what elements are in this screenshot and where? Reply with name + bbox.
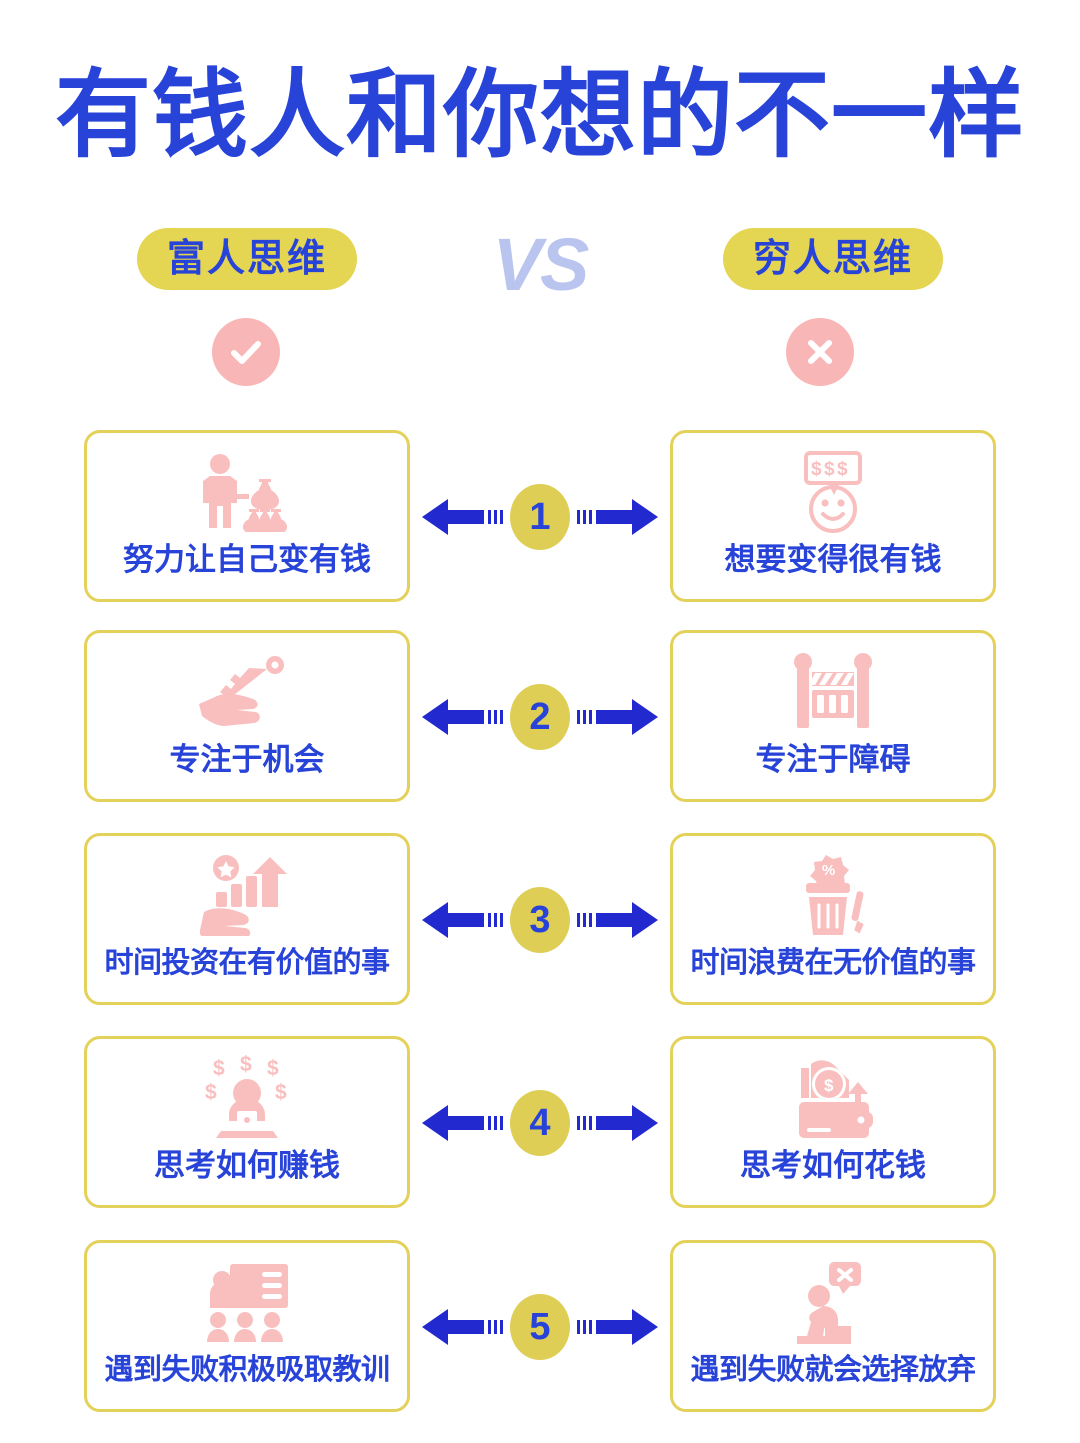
- card-label: 想要变得很有钱: [724, 542, 942, 577]
- step-number-badge: 4: [510, 1090, 570, 1156]
- page-title: 有钱人和你想的不一样: [55, 62, 1025, 169]
- comparison-row: 专注于机会 2: [0, 630, 1080, 802]
- card-poor-2: 专注于障碍: [670, 630, 996, 802]
- smiley-dollar-bubble-icon: $$$: [778, 449, 888, 535]
- x-circle-icon: [786, 318, 854, 386]
- svg-text:%: %: [822, 862, 835, 879]
- step-number: 5: [529, 1306, 551, 1348]
- left-arrow-icon: [422, 902, 503, 938]
- left-arrow-icon: [422, 499, 503, 535]
- card-rich-1: 努力让自己变有钱: [84, 430, 410, 602]
- comparison-row: $ $ $ $ $ 思考如何赚钱: [0, 1036, 1080, 1208]
- person-laptop-dollars-icon: $ $ $ $ $: [192, 1055, 302, 1141]
- hand-growth-chart-star-icon: [192, 852, 302, 938]
- header-row: 富人思维 VS 穷人思维: [0, 223, 1080, 306]
- svg-text:$: $: [824, 1076, 834, 1095]
- card-label: 遇到失败就会选择放弃: [690, 1354, 976, 1386]
- card-label: 时间投资在有价值的事: [104, 947, 390, 979]
- businessman-money-bags-icon: [192, 449, 302, 535]
- svg-text:$: $: [837, 459, 848, 480]
- comparison-row: 时间投资在有价值的事 3: [0, 833, 1080, 1005]
- card-label: 思考如何赚钱: [154, 1148, 340, 1183]
- right-arrow-icon: [577, 499, 658, 535]
- step-number: 4: [529, 1102, 551, 1144]
- lecture-training-icon: [192, 1259, 302, 1345]
- step-number-badge: 2: [510, 684, 570, 750]
- card-label: 专注于机会: [169, 742, 325, 777]
- rich-mindset-pill: 富人思维: [137, 228, 358, 290]
- hand-key-icon: [192, 649, 302, 735]
- card-label: 时间浪费在无价值的事: [690, 947, 976, 979]
- svg-text:$: $: [213, 1057, 225, 1080]
- svg-text:$: $: [240, 1055, 252, 1076]
- card-label: 努力让自己变有钱: [123, 542, 371, 577]
- step-number-badge: 1: [510, 484, 570, 550]
- card-label: 专注于障碍: [755, 742, 911, 777]
- right-arrow-icon: [577, 902, 658, 938]
- svg-text:$: $: [275, 1081, 287, 1104]
- right-arrow-icon: [577, 1105, 658, 1141]
- row-connector: 5: [420, 1294, 660, 1360]
- left-arrow-icon: [422, 699, 503, 735]
- card-rich-5: 遇到失败积极吸取教训: [84, 1240, 410, 1412]
- row-connector: 4: [420, 1090, 660, 1156]
- card-label: 遇到失败积极吸取教训: [104, 1354, 390, 1386]
- right-arrow-icon: [577, 699, 658, 735]
- svg-text:$: $: [811, 459, 822, 480]
- svg-text:$: $: [267, 1057, 279, 1080]
- row-connector: 3: [420, 887, 660, 953]
- row-connector: 2: [420, 684, 660, 750]
- comparison-row: 努力让自己变有钱 1: [0, 430, 1080, 602]
- trash-bin-waste-icon: %: [778, 852, 888, 938]
- step-number: 1: [529, 496, 551, 538]
- barrier-gate-icon: [778, 649, 888, 735]
- card-rich-4: $ $ $ $ $ 思考如何赚钱: [84, 1036, 410, 1208]
- right-arrow-icon: [577, 1309, 658, 1345]
- card-poor-4: $ 思考如何花钱: [670, 1036, 996, 1208]
- comparison-row: 遇到失败积极吸取教训 5: [0, 1240, 1080, 1412]
- step-number: 2: [529, 696, 551, 738]
- poor-mindset-pill: 穷人思维: [722, 228, 943, 290]
- card-rich-2: 专注于机会: [84, 630, 410, 802]
- left-arrow-icon: [422, 1309, 503, 1345]
- wallet-coin-hand-icon: $: [778, 1055, 888, 1141]
- person-sitting-steps-x-icon: [778, 1259, 888, 1345]
- step-number-badge: 5: [510, 1294, 570, 1360]
- check-circle-icon: [212, 318, 280, 386]
- card-rich-3: 时间投资在有价值的事: [84, 833, 410, 1005]
- card-poor-3: % 时间浪费在无价值的事: [670, 833, 996, 1005]
- step-number: 3: [529, 899, 551, 941]
- card-label: 思考如何花钱: [740, 1148, 926, 1183]
- row-connector: 1: [420, 484, 660, 550]
- left-arrow-icon: [422, 1105, 503, 1141]
- svg-text:$: $: [205, 1081, 217, 1104]
- card-poor-5: 遇到失败就会选择放弃: [670, 1240, 996, 1412]
- svg-text:$: $: [824, 459, 835, 480]
- step-number-badge: 3: [510, 887, 570, 953]
- vs-label: VS: [492, 223, 590, 306]
- card-poor-1: $$$ 想要变得很有钱: [670, 430, 996, 602]
